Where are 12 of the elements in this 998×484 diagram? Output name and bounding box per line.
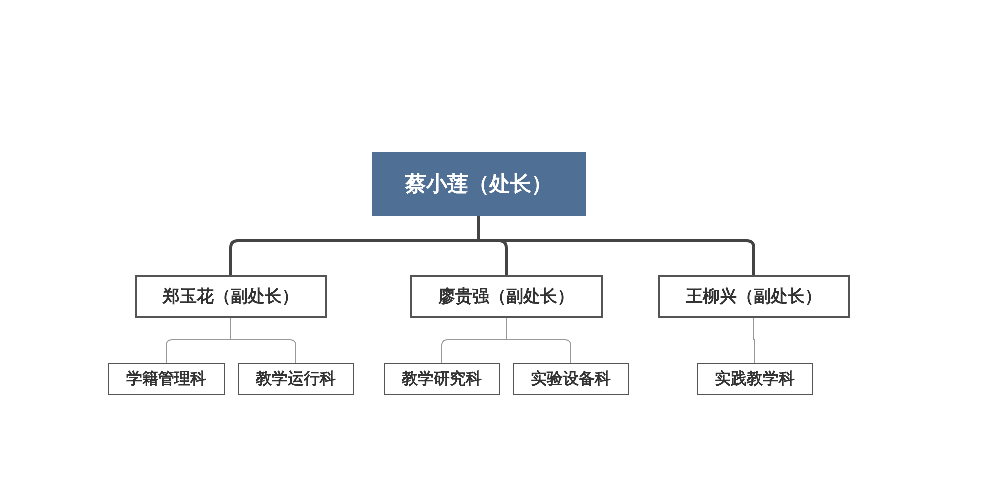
section-box: 教学研究科	[384, 363, 500, 395]
section-box: 学籍管理科	[108, 363, 225, 395]
section-box: 教学运行科	[238, 363, 354, 395]
section-box: 实验设备科	[513, 363, 629, 395]
connector-line	[506, 318, 572, 364]
head-box: 蔡小莲（处长）	[372, 152, 586, 216]
connector-line	[478, 216, 756, 275]
section-box: 实践教学科	[697, 363, 813, 395]
deputy-box: 郑玉花（副处长）	[135, 275, 327, 318]
connector-line	[754, 318, 756, 364]
deputy-box: 王柳兴（副处长）	[658, 275, 850, 318]
deputy-box: 廖贵强（副处长）	[410, 275, 603, 318]
